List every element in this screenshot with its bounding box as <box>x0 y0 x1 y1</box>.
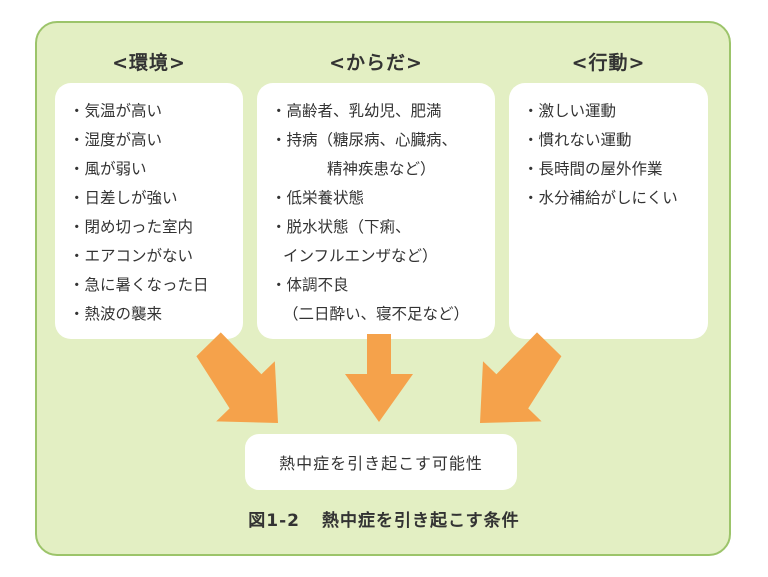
figure-title: 熱中症を引き起こす条件 <box>322 511 520 531</box>
body-item: ・高齢者、乳幼児、肥満 <box>271 102 442 120</box>
result-label: 熱中症を引き起こす可能性 <box>279 454 483 473</box>
environment-item: ・急に暑くなった日 <box>69 276 209 294</box>
body-item: インフルエンザなど） <box>283 247 438 265</box>
environment-item: ・日差しが強い <box>69 189 178 207</box>
environment-item: ・風が弱い <box>69 160 147 178</box>
behavior-box: ・激しい運動 ・慣れない運動 ・長時間の屋外作業 ・水分補給がしにくい <box>509 83 708 339</box>
result-box: 熱中症を引き起こす可能性 <box>245 434 517 490</box>
body-item: ・脱水状態（下痢、 <box>271 218 411 236</box>
environment-item: ・熱波の襲来 <box>69 305 163 323</box>
behavior-item: ・長時間の屋外作業 <box>523 160 663 178</box>
environment-item: ・気温が高い <box>69 102 163 120</box>
environment-item: ・閉め切った室内 <box>69 218 194 236</box>
body-item: 精神疾患など） <box>327 160 436 178</box>
body-item: ・持病（糖尿病、心臓病、 <box>271 131 458 149</box>
environment-item: ・湿度が高い <box>69 131 163 149</box>
behavior-item: ・激しい運動 <box>523 102 617 120</box>
body-item: ・体調不良 <box>271 276 349 294</box>
environment-item: ・エアコンがない <box>69 247 194 265</box>
heading-body: <からだ> <box>329 52 423 74</box>
heading-behavior: <行動> <box>571 52 646 74</box>
behavior-item: ・慣れない運動 <box>523 131 632 149</box>
body-item: （二日酔い、寝不足など） <box>283 305 470 323</box>
behavior-item: ・水分補給がしにくい <box>523 189 678 207</box>
body-box: ・高齢者、乳幼児、肥満 ・持病（糖尿病、心臓病、 精神疾患など） ・低栄養状態 … <box>257 83 495 339</box>
body-item: ・低栄養状態 <box>271 189 365 207</box>
figure-caption: 図1-2 熱中症を引き起こす条件 <box>0 506 768 531</box>
environment-box: ・気温が高い ・湿度が高い ・風が弱い ・日差しが強い ・閉め切った室内 ・エア… <box>55 83 243 339</box>
heading-environment: <環境> <box>112 52 186 74</box>
figure-number: 図1-2 <box>248 511 301 531</box>
